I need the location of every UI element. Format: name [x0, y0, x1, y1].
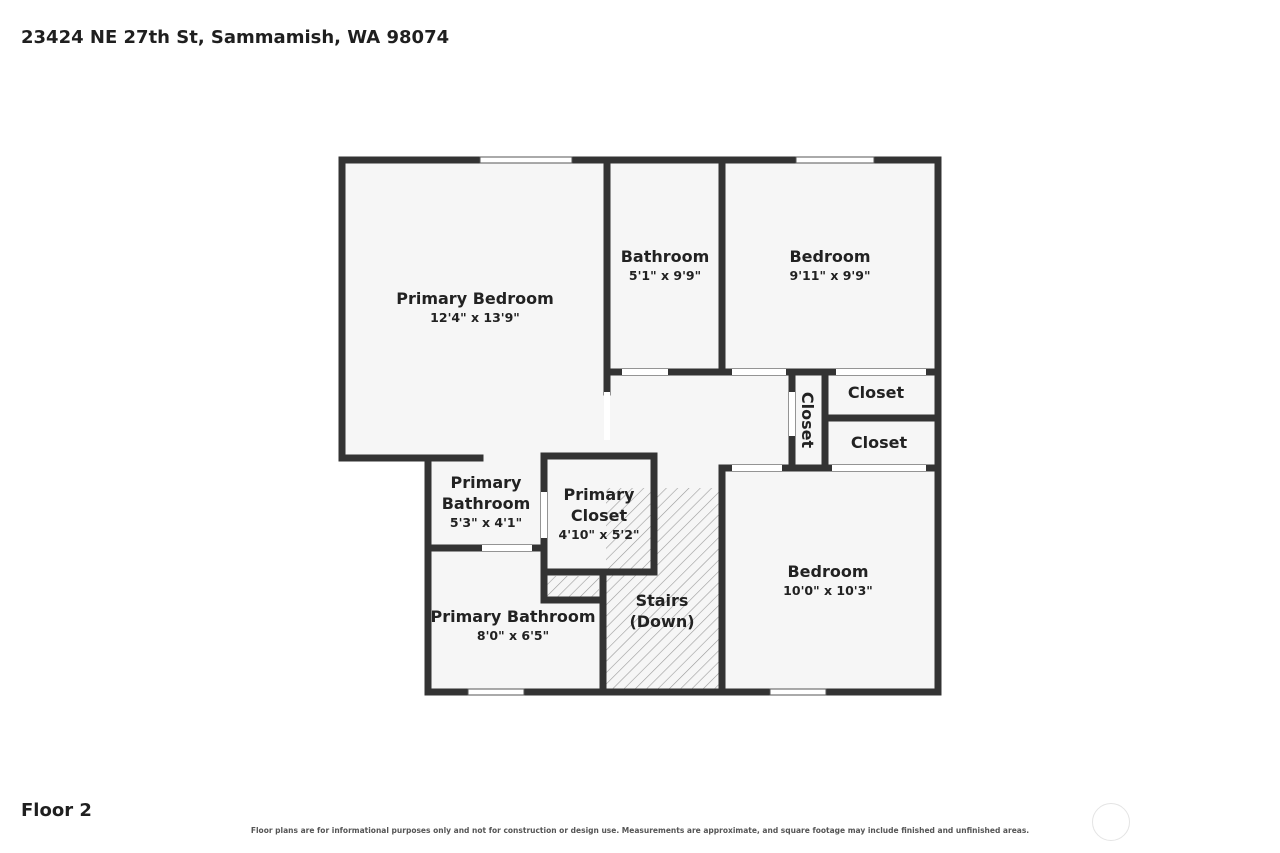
room-bedroom-top: Bedroom 9'11" x 9'9"	[789, 247, 870, 283]
small-hatch-box	[547, 576, 599, 598]
room-primary-bathroom-small: Primary Bathroom 5'3" x 4'1"	[442, 473, 531, 530]
room-name: Closet	[848, 383, 905, 402]
room-name-line1: Primary	[564, 485, 635, 504]
room-bedroom-bottom: Bedroom 10'0" x 10'3"	[783, 562, 873, 598]
room-closet-vertical: Closet	[798, 392, 817, 449]
room-bathroom: Bathroom 5'1" x 9'9"	[621, 247, 710, 283]
windows	[467, 156, 875, 696]
compass-icon	[1092, 803, 1130, 841]
room-name: Primary Bedroom	[396, 289, 554, 308]
room-closet-upper: Closet	[848, 383, 905, 402]
room-name-line2: (Down)	[629, 612, 694, 631]
doorways	[482, 369, 926, 551]
room-stairs: Stairs (Down)	[629, 591, 694, 631]
stairs-hatch	[606, 488, 720, 690]
room-name-line2: Bathroom	[442, 494, 531, 513]
room-primary-closet: Primary Closet 4'10" x 5'2"	[559, 485, 640, 542]
room-dimensions: 9'11" x 9'9"	[790, 268, 871, 283]
room-dimensions: 4'10" x 5'2"	[559, 527, 640, 542]
room-name: Bathroom	[621, 247, 710, 266]
room-dimensions: 5'1" x 9'9"	[629, 268, 701, 283]
room-name: Closet	[851, 433, 908, 452]
room-name: Bedroom	[789, 247, 870, 266]
room-name: Primary Bathroom	[430, 607, 595, 626]
room-dimensions: 10'0" x 10'3"	[783, 583, 873, 598]
floor-label: Floor 2	[21, 800, 92, 821]
disclaimer-text: Floor plans are for informational purpos…	[250, 826, 1030, 835]
floor-area	[342, 160, 938, 692]
property-address: 23424 NE 27th St, Sammamish, WA 98074	[21, 27, 450, 48]
room-name: Bedroom	[787, 562, 868, 581]
room-dimensions: 8'0" x 6'5"	[477, 628, 549, 643]
room-dimensions: 5'3" x 4'1"	[450, 515, 522, 530]
room-dimensions: 12'4" x 13'9"	[430, 310, 520, 325]
room-primary-bathroom-large: Primary Bathroom 8'0" x 6'5"	[430, 607, 595, 643]
room-name-line1: Primary	[451, 473, 522, 492]
room-name: Closet	[798, 392, 817, 449]
room-name-line2: Closet	[571, 506, 628, 525]
room-closet-lower: Closet	[851, 433, 908, 452]
room-name-line1: Stairs	[636, 591, 689, 610]
room-primary-bedroom: Primary Bedroom 12'4" x 13'9"	[396, 289, 554, 325]
